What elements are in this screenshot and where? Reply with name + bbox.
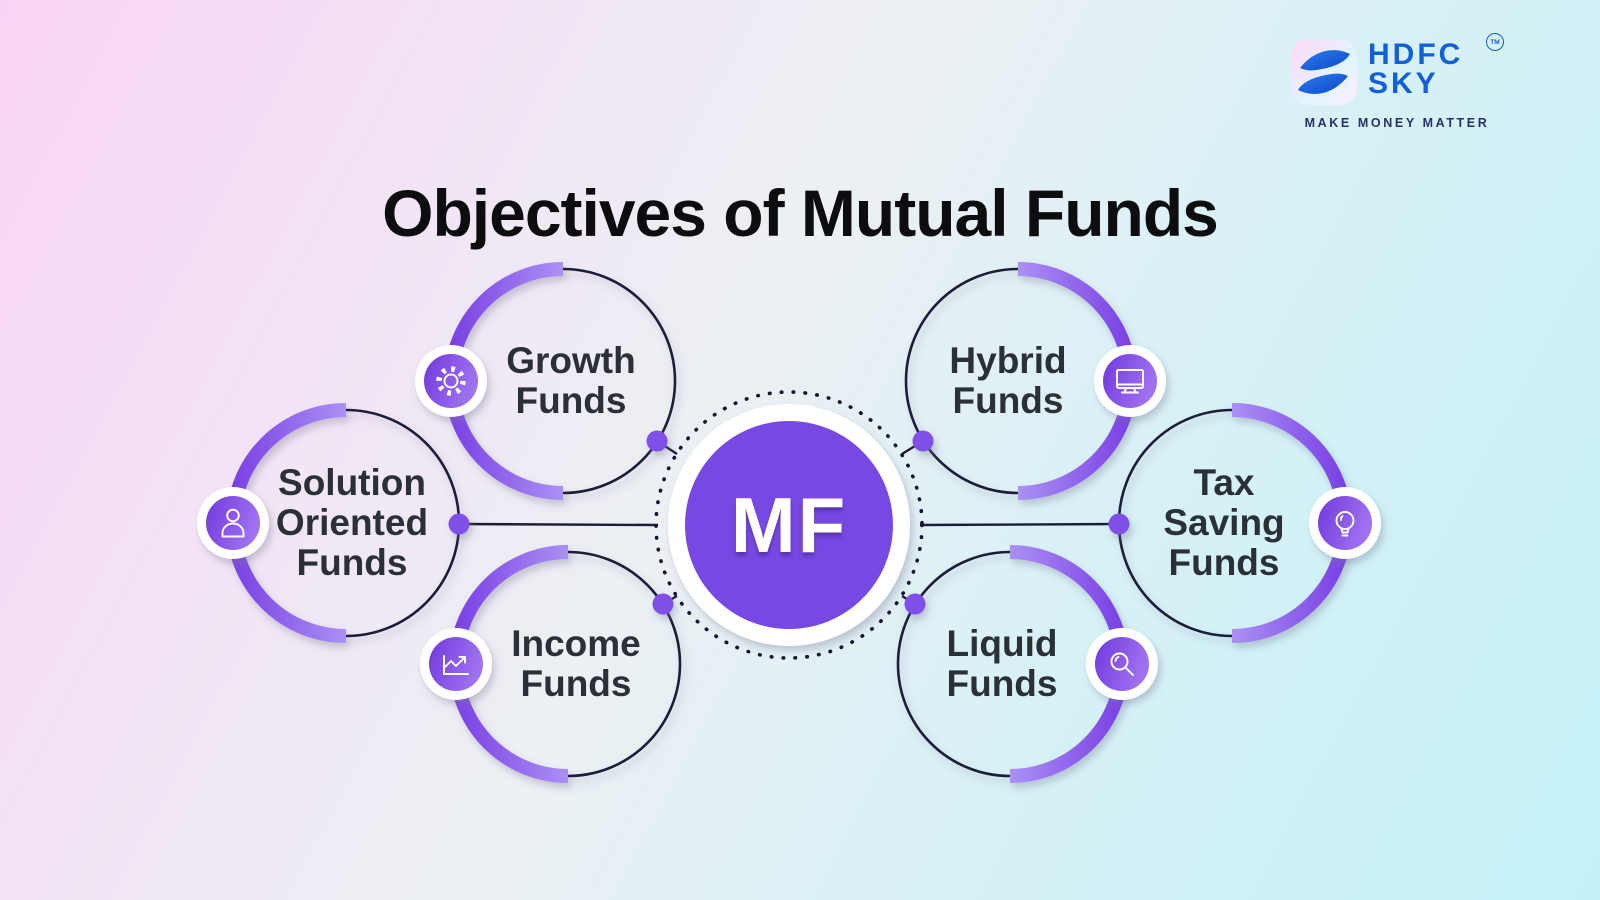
line-chart-badge (420, 628, 492, 700)
income-connector-dot (652, 593, 674, 615)
line-chart-icon (443, 655, 469, 675)
magnifier-badge (1086, 628, 1158, 700)
magnifier-icon (1110, 652, 1134, 676)
page-title: Objectives of Mutual Funds (382, 176, 1219, 251)
label-liquid-funds: Liquid Funds (946, 623, 1058, 704)
monitor-icon (1116, 369, 1144, 394)
brand-logo-icon (1291, 39, 1357, 105)
gear-icon (436, 366, 466, 396)
central-hub (654, 390, 924, 660)
solution-connector-dot (448, 513, 470, 535)
brand-name-line2: SKY (1368, 67, 1439, 100)
trademark-badge: TM (1486, 33, 1504, 51)
monitor-badge-fill (1103, 354, 1157, 408)
monitor-badge (1094, 345, 1166, 417)
liquid-connector-dot (904, 593, 926, 615)
person-badge (197, 487, 269, 559)
magnifier-badge-fill (1095, 637, 1149, 691)
bulb-badge (1309, 487, 1381, 559)
gear-badge-fill (424, 354, 478, 408)
central-purple-circle (685, 421, 893, 629)
link-solution (458, 522, 659, 527)
brand-name: HDFC SKY (1368, 38, 1464, 100)
label-solution-oriented-funds: Solution Oriented Funds (275, 462, 429, 583)
label-tax-saving-funds: Tax Saving Funds (1163, 462, 1285, 583)
tax-connector-dot (1108, 513, 1130, 535)
bulb-badge-fill (1318, 496, 1372, 550)
hybrid-connector-dot (912, 430, 934, 452)
brand-name-line1: HDFC (1368, 38, 1464, 71)
central-mf-label: MF (730, 480, 848, 569)
label-growth-funds: Growth Funds (506, 340, 636, 421)
line-chart-badge-fill (429, 637, 483, 691)
brand-logo: HDFC SKY TM MAKE MONEY MATTER (1282, 30, 1512, 140)
connector-dots (448, 430, 1130, 615)
label-income-funds: Income Funds (511, 623, 641, 704)
central-dotted-ring (654, 390, 924, 660)
gear-badge (415, 345, 487, 417)
bulb-icon (1335, 511, 1355, 537)
label-hybrid-funds: Hybrid Funds (949, 340, 1067, 421)
brand-tagline: MAKE MONEY MATTER (1304, 116, 1490, 130)
person-icon (221, 508, 245, 538)
link-tax (919, 522, 1120, 527)
growth-connector-dot (646, 430, 668, 452)
